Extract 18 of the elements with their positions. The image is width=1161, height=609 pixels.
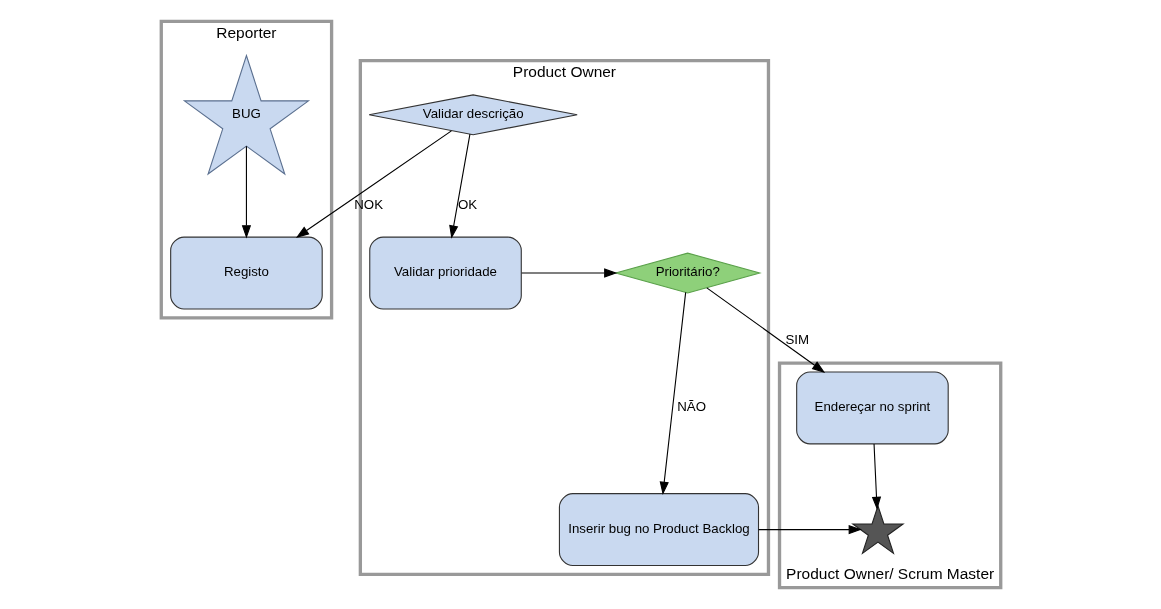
node-box: Endereçar no sprint [795,371,949,445]
node-box: Registo [169,236,323,310]
arrow [659,291,686,496]
node-diamond: Validar descrição [368,94,578,136]
node-box: Validar prioridade [368,236,522,310]
node-diamond: Prioritário? [613,252,762,294]
edge-label: SIM [784,331,809,347]
arrow [871,443,881,510]
arrow [705,287,825,373]
edge-label: OK [457,196,477,212]
edge-label: NOK [353,196,383,212]
arrow [448,133,470,239]
arrow [757,524,862,535]
node-box: Inserir bug no Product Backlog [558,493,759,567]
arrow [520,268,617,278]
arrow [295,130,452,238]
arrow [241,145,251,239]
edge-label: NÃO [676,399,706,415]
